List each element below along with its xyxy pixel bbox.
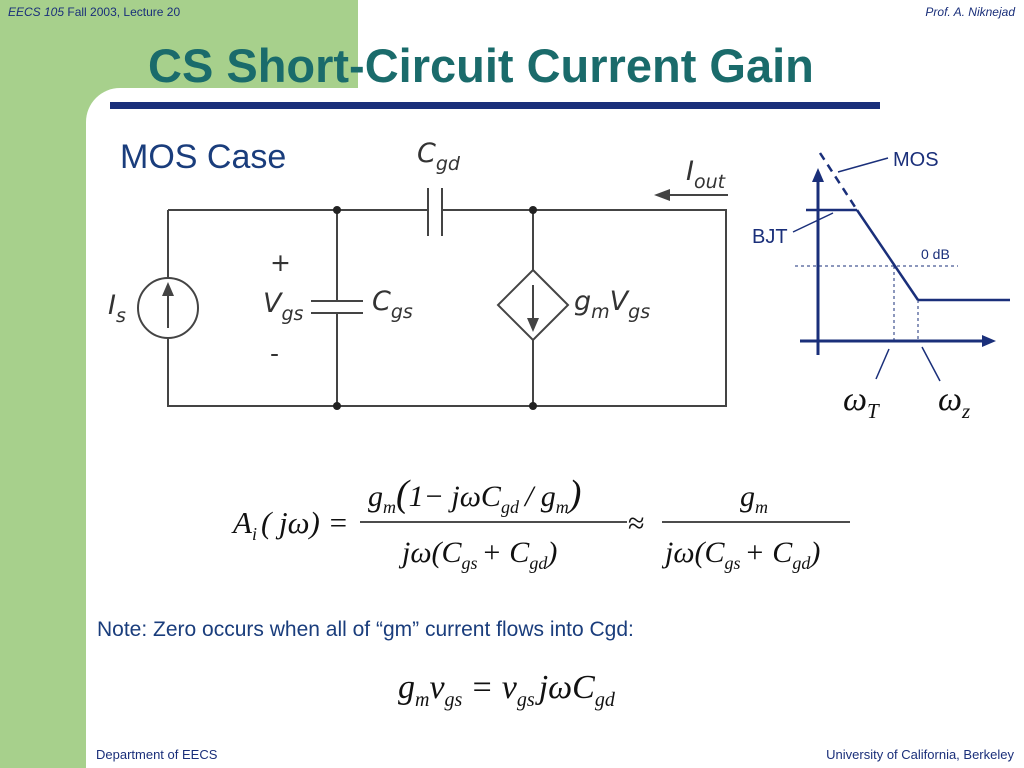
rolloff-segment [855, 209, 920, 301]
eq-rhs-denominator: jω(Cgs+ Cgd) [661, 536, 820, 573]
cgd-label: Cgd [417, 138, 461, 175]
mos-pointer [837, 157, 889, 173]
eq-denominator: jω(Cgs+ Cgd) [398, 536, 557, 573]
wz-pointer [921, 346, 941, 382]
zero-note: Note: Zero occurs when all of “gm” curre… [97, 618, 634, 641]
iout-arrow-head [654, 189, 670, 201]
omega-z-label: ωz [938, 381, 970, 423]
mos-curve-label: MOS [893, 149, 939, 171]
wt-pointer [875, 348, 890, 380]
gm-arrow-head [527, 318, 539, 332]
is-label: Is [108, 290, 126, 327]
mos-asymptote-dashed [818, 152, 859, 211]
node-dot [333, 206, 341, 214]
title-underline [110, 102, 880, 109]
bjt-pointer [792, 212, 834, 233]
slide-subtitle: MOS Case [120, 138, 287, 176]
bode-y-arrow-head [812, 168, 824, 182]
eq-approx: ≈ [628, 507, 644, 540]
gm-vgs-label: gmVgs [574, 286, 650, 323]
course-code: EECS 105 [8, 5, 65, 19]
footer-university: University of California, Berkeley [826, 747, 1014, 762]
header-course: EECS 105 Fall 2003, Lecture 20 [8, 5, 180, 19]
iout-label: Iout [686, 156, 727, 193]
node-dot [529, 402, 537, 410]
circuit-wire-top-right [167, 209, 727, 407]
omega-t-label: ωT [843, 381, 880, 423]
cgs-label: Cgs [372, 286, 413, 323]
bjt-curve-label: BJT [752, 226, 788, 248]
content-panel [86, 88, 1024, 768]
vgs-label: Vgs [263, 288, 304, 325]
header-instructor: Prof. A. Niknejad [925, 5, 1015, 19]
eq-lhs: Ai( jω) = [231, 505, 349, 544]
eq-rhs-numerator: gm [740, 480, 768, 517]
footer-department: Department of EECS [96, 747, 218, 762]
is-arrow-head [162, 282, 174, 296]
vgs-plus-sign: + [270, 248, 291, 277]
zero-db-label: 0 dB [921, 246, 950, 262]
slide-title: CS Short-Circuit Current Gain [148, 39, 814, 92]
bode-x-arrow-head [982, 335, 996, 347]
eq-numerator: gm(1− jωCgd/ gm) [368, 473, 581, 517]
course-info: Fall 2003, Lecture 20 [64, 5, 181, 19]
node-dot [333, 402, 341, 410]
vgs-minus-sign: - [270, 339, 279, 368]
node-dot [529, 206, 537, 214]
